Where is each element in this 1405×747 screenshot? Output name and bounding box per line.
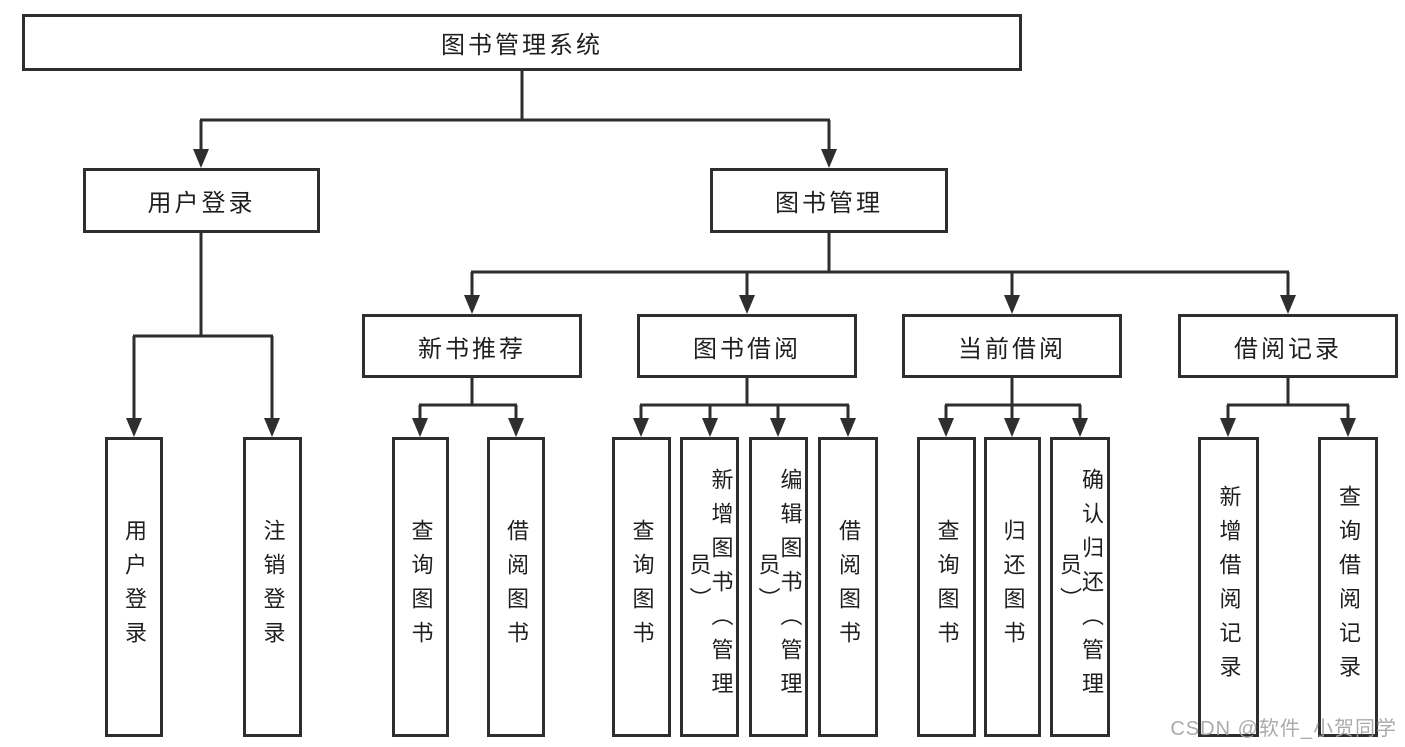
leaf-node-return-books: 归还图书 [984, 437, 1041, 737]
level1-node-user-login: 用户登录 [83, 168, 320, 233]
leaf-node-borrow-books-1: 借阅图书 [487, 437, 545, 737]
leaf-node-edit-books-admin: 编辑图书（管理员） [749, 437, 808, 737]
leaf-node-query-books-3: 查询图书 [917, 437, 976, 737]
leaf-node-query-books-1: 查询图书 [392, 437, 449, 737]
leaf-node-user-login: 用户登录 [105, 437, 163, 737]
leaf-node-add-borrow-record: 新增借阅记录 [1198, 437, 1259, 737]
level2-node-new-book-recommend: 新书推荐 [362, 314, 582, 378]
level2-node-book-borrow: 图书借阅 [637, 314, 857, 378]
csdn-watermark: CSDN @软件_小贺同学 [1170, 718, 1397, 740]
leaf-node-confirm-return-admin: 确认归还（管理员） [1050, 437, 1110, 737]
leaf-node-logout: 注销登录 [243, 437, 302, 737]
leaf-node-query-borrow-record: 查询借阅记录 [1318, 437, 1378, 737]
root-node-library-management-system: 图书管理系统 [22, 14, 1022, 71]
level1-node-book-management: 图书管理 [710, 168, 948, 233]
level2-node-current-borrow: 当前借阅 [902, 314, 1122, 378]
level2-node-borrow-records: 借阅记录 [1178, 314, 1398, 378]
leaf-node-query-books-2: 查询图书 [612, 437, 671, 737]
leaf-node-borrow-books-2: 借阅图书 [818, 437, 878, 737]
leaf-node-add-books-admin: 新增图书（管理员） [680, 437, 739, 737]
arrowheads [126, 149, 1356, 437]
